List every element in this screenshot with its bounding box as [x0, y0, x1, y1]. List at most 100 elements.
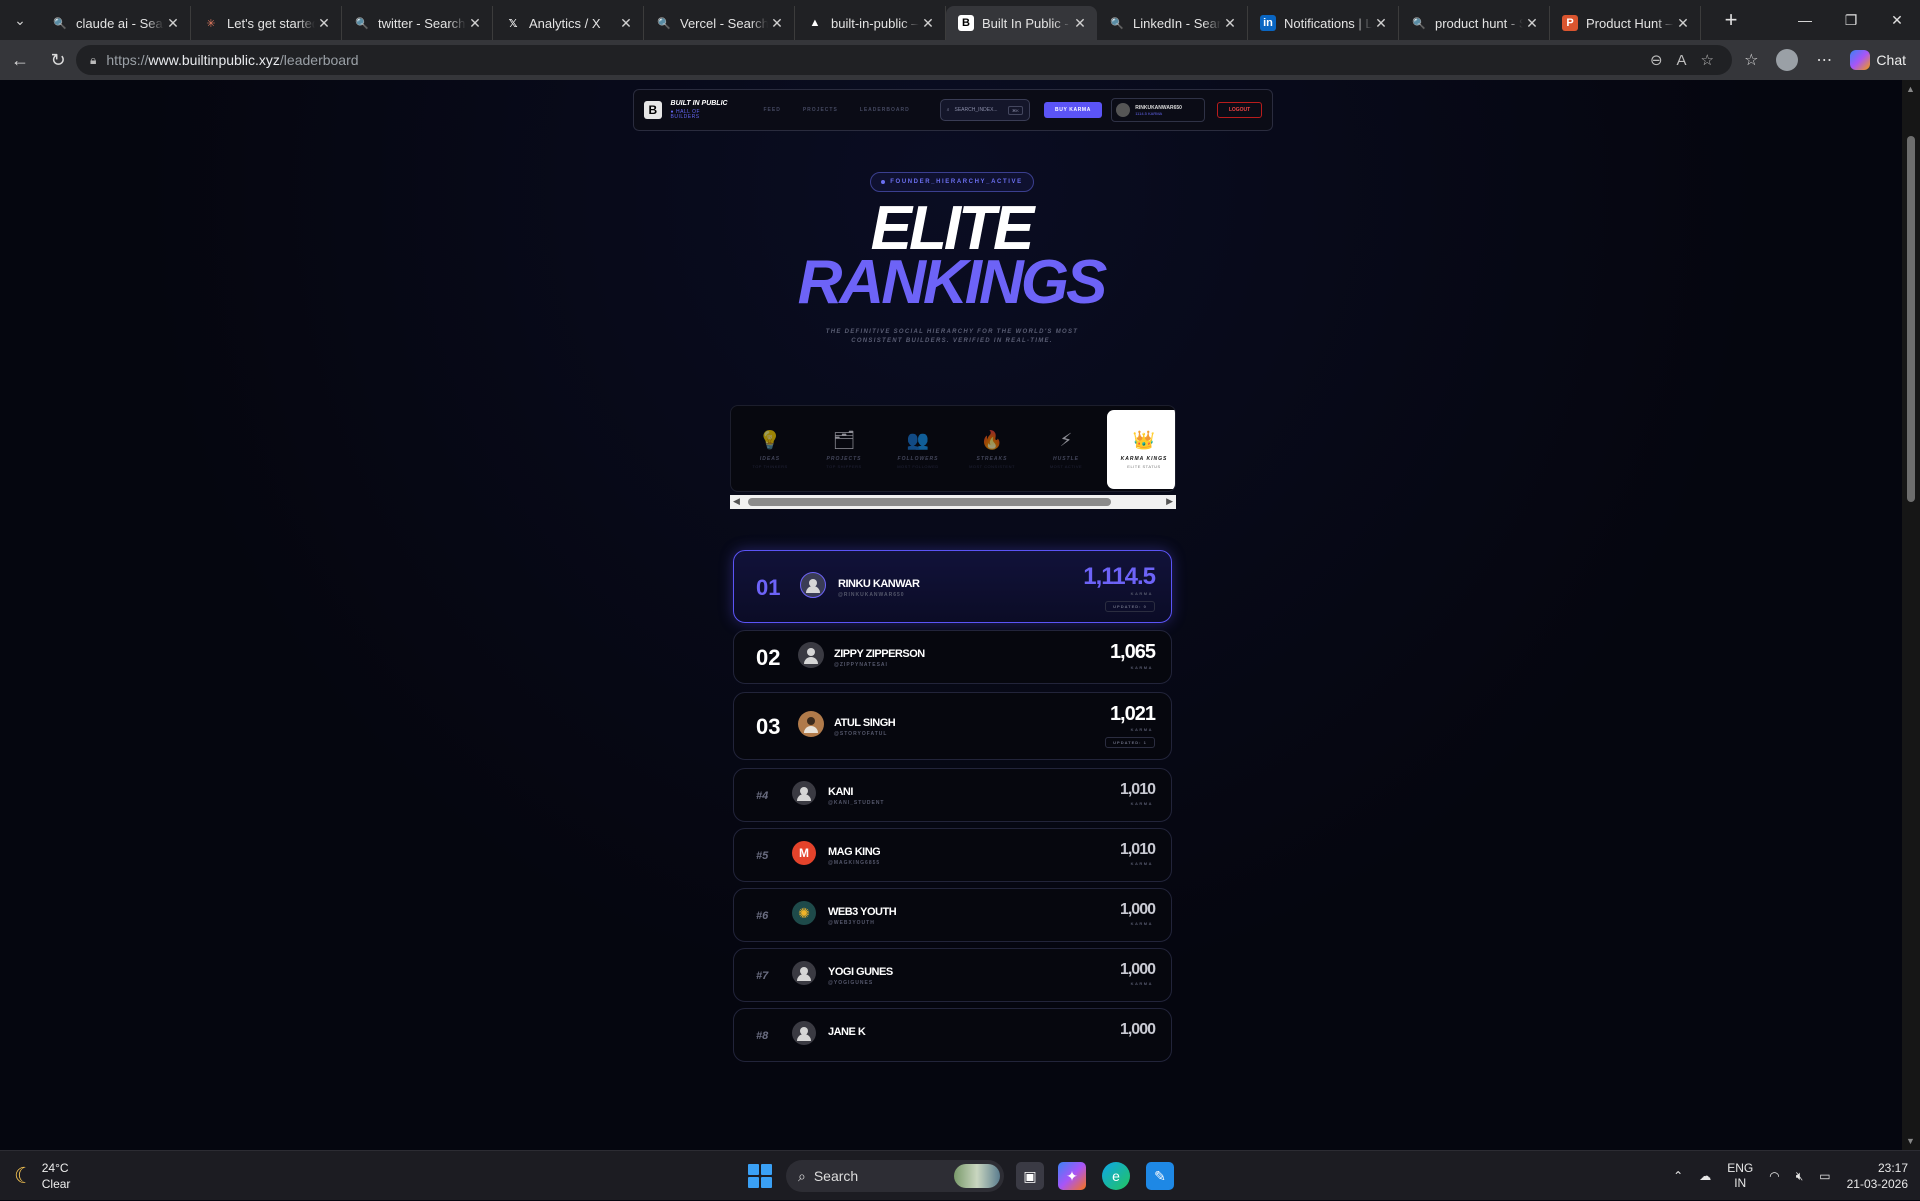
user-name[interactable]: WEB3 YOUTH — [828, 906, 897, 918]
browser-tab[interactable]: 🔍product hunt - Se✕ — [1399, 6, 1550, 40]
user-profile-chip[interactable]: RINKUKANWAR650 1114.5 KARMA — [1111, 98, 1206, 122]
close-tab-icon[interactable]: ✕ — [1526, 14, 1538, 31]
back-arrow-icon[interactable]: ← — [11, 49, 29, 70]
restore-icon[interactable]: ❐ — [1844, 11, 1858, 28]
nav-link-feed[interactable]: FEED — [763, 107, 781, 113]
close-tab-icon[interactable]: ✕ — [318, 14, 330, 31]
site-logo-icon[interactable]: B — [644, 101, 662, 119]
more-options-icon[interactable]: ⋯ — [1816, 52, 1833, 69]
user-avatar[interactable] — [792, 1021, 816, 1045]
user-avatar[interactable]: ✺ — [792, 901, 816, 925]
m365-copilot-icon[interactable]: ✦ — [1058, 1162, 1086, 1190]
browser-tab[interactable]: 🔍claude ai - Search✕ — [40, 6, 191, 40]
category-scrollbar[interactable]: ◀ ▶ — [730, 495, 1176, 509]
user-avatar[interactable] — [792, 961, 816, 985]
nav-link-leaderboard[interactable]: LEADERBOARD — [859, 107, 910, 113]
clock[interactable]: 23:17 21-03-2026 — [1847, 1160, 1908, 1192]
copilot-chat-button[interactable]: Chat — [1850, 50, 1906, 70]
browser-tab[interactable]: 🔍twitter - Search✕ — [342, 6, 493, 40]
close-tab-icon[interactable]: ✕ — [469, 14, 481, 31]
user-name[interactable]: KANI — [828, 786, 853, 798]
paint-app-icon[interactable]: ✎ — [1146, 1162, 1174, 1190]
close-tab-icon[interactable]: ✕ — [771, 14, 783, 31]
scroll-left-icon[interactable]: ◀ — [733, 496, 740, 506]
browser-tab[interactable]: 🔍LinkedIn - Search✕ — [1097, 6, 1248, 40]
favorite-star-icon[interactable]: ☆ — [1700, 52, 1714, 69]
user-avatar[interactable] — [792, 781, 816, 805]
user-name[interactable]: ATUL SINGH — [834, 717, 896, 729]
user-avatar[interactable]: M — [792, 841, 816, 865]
page-scrollbar-thumb[interactable] — [1907, 136, 1915, 502]
close-window-icon[interactable]: ✕ — [1891, 11, 1903, 28]
browser-tab[interactable]: ✳Let's get started - Claude✕ — [191, 6, 342, 40]
buy-karma-button[interactable]: BUY KARMA — [1043, 102, 1103, 118]
user-avatar[interactable] — [798, 711, 824, 737]
browser-tab[interactable]: 🔍Vercel - Search✕ — [644, 6, 795, 40]
page-scrollbar[interactable]: ▲ ▼ — [1902, 80, 1920, 1150]
volume-muted-icon[interactable]: 🔇︎ — [1795, 1168, 1804, 1183]
logout-button[interactable]: LOGOUT — [1217, 102, 1262, 118]
user-name[interactable]: YOGI GUNES — [828, 966, 893, 978]
weather-widget[interactable]: ☾ 24°C Clear — [14, 1160, 70, 1192]
user-avatar[interactable] — [800, 571, 826, 598]
close-tab-icon[interactable]: ✕ — [1677, 14, 1689, 31]
brand[interactable]: BUILT IN PUBLIC ● HALL OF BUILDERS — [671, 100, 730, 120]
close-tab-icon[interactable]: ✕ — [922, 14, 934, 31]
close-tab-icon[interactable]: ✕ — [1074, 14, 1086, 31]
karma-label: KARMA — [1130, 727, 1153, 732]
scrollbar-thumb[interactable] — [748, 498, 1111, 506]
task-view-icon[interactable]: ▣ — [1016, 1162, 1044, 1190]
close-tab-icon[interactable]: ✕ — [1224, 14, 1236, 31]
user-name[interactable]: MAG KING — [828, 846, 881, 858]
refresh-icon[interactable]: ↻ — [50, 49, 66, 70]
site-search-input[interactable]: ⌕ SEARCH_INDEX... ⌘K — [939, 99, 1030, 121]
onedrive-icon[interactable]: ☁ — [1699, 1169, 1712, 1183]
scroll-down-icon[interactable]: ▼ — [1906, 1136, 1915, 1146]
scroll-up-icon[interactable]: ▲ — [1906, 84, 1915, 94]
read-aloud-icon[interactable]: A — [1676, 51, 1687, 69]
tab-actions-menu-icon[interactable]: ⌄ — [14, 11, 26, 28]
favorites-icon[interactable]: ☆ — [1744, 52, 1759, 69]
close-tab-icon[interactable]: ✕ — [620, 14, 632, 31]
close-tab-icon[interactable]: ✕ — [167, 14, 179, 31]
nav-link-projects[interactable]: PROJECTS — [802, 107, 838, 113]
minimize-icon[interactable]: — — [1798, 12, 1812, 28]
battery-icon[interactable]: ▭ — [1819, 1169, 1831, 1183]
user-name[interactable]: RINKU KANWAR — [838, 577, 920, 590]
wifi-icon[interactable]: ◠ — [1769, 1169, 1780, 1183]
user-name[interactable]: ZIPPY ZIPPERSON — [834, 648, 925, 660]
category-label: PROJECTS — [826, 456, 862, 462]
browser-tab[interactable]: ▲built-in-public – A✕ — [795, 6, 946, 40]
taskbar-search[interactable]: ⌕ Search — [786, 1160, 1004, 1192]
url-bar[interactable]: 🔒︎ https://www.builtinpublic.xyz/leaderb… — [76, 45, 1732, 75]
edge-browser-icon[interactable]: e — [1102, 1162, 1130, 1190]
show-hidden-icons-icon[interactable]: ⌃ — [1673, 1169, 1684, 1183]
close-tab-icon[interactable]: ✕ — [1375, 14, 1387, 31]
windows-start-icon[interactable] — [748, 1164, 772, 1188]
scroll-right-icon[interactable]: ▶ — [1166, 496, 1173, 506]
new-tab-button[interactable]: + — [1724, 7, 1738, 32]
language-indicator[interactable]: ENG IN — [1727, 1161, 1753, 1191]
user-name[interactable]: JANE K — [828, 1026, 866, 1038]
zoom-icon[interactable]: ⊖ — [1649, 52, 1663, 69]
profile-avatar[interactable] — [1776, 49, 1799, 71]
user-avatar[interactable] — [798, 642, 824, 668]
